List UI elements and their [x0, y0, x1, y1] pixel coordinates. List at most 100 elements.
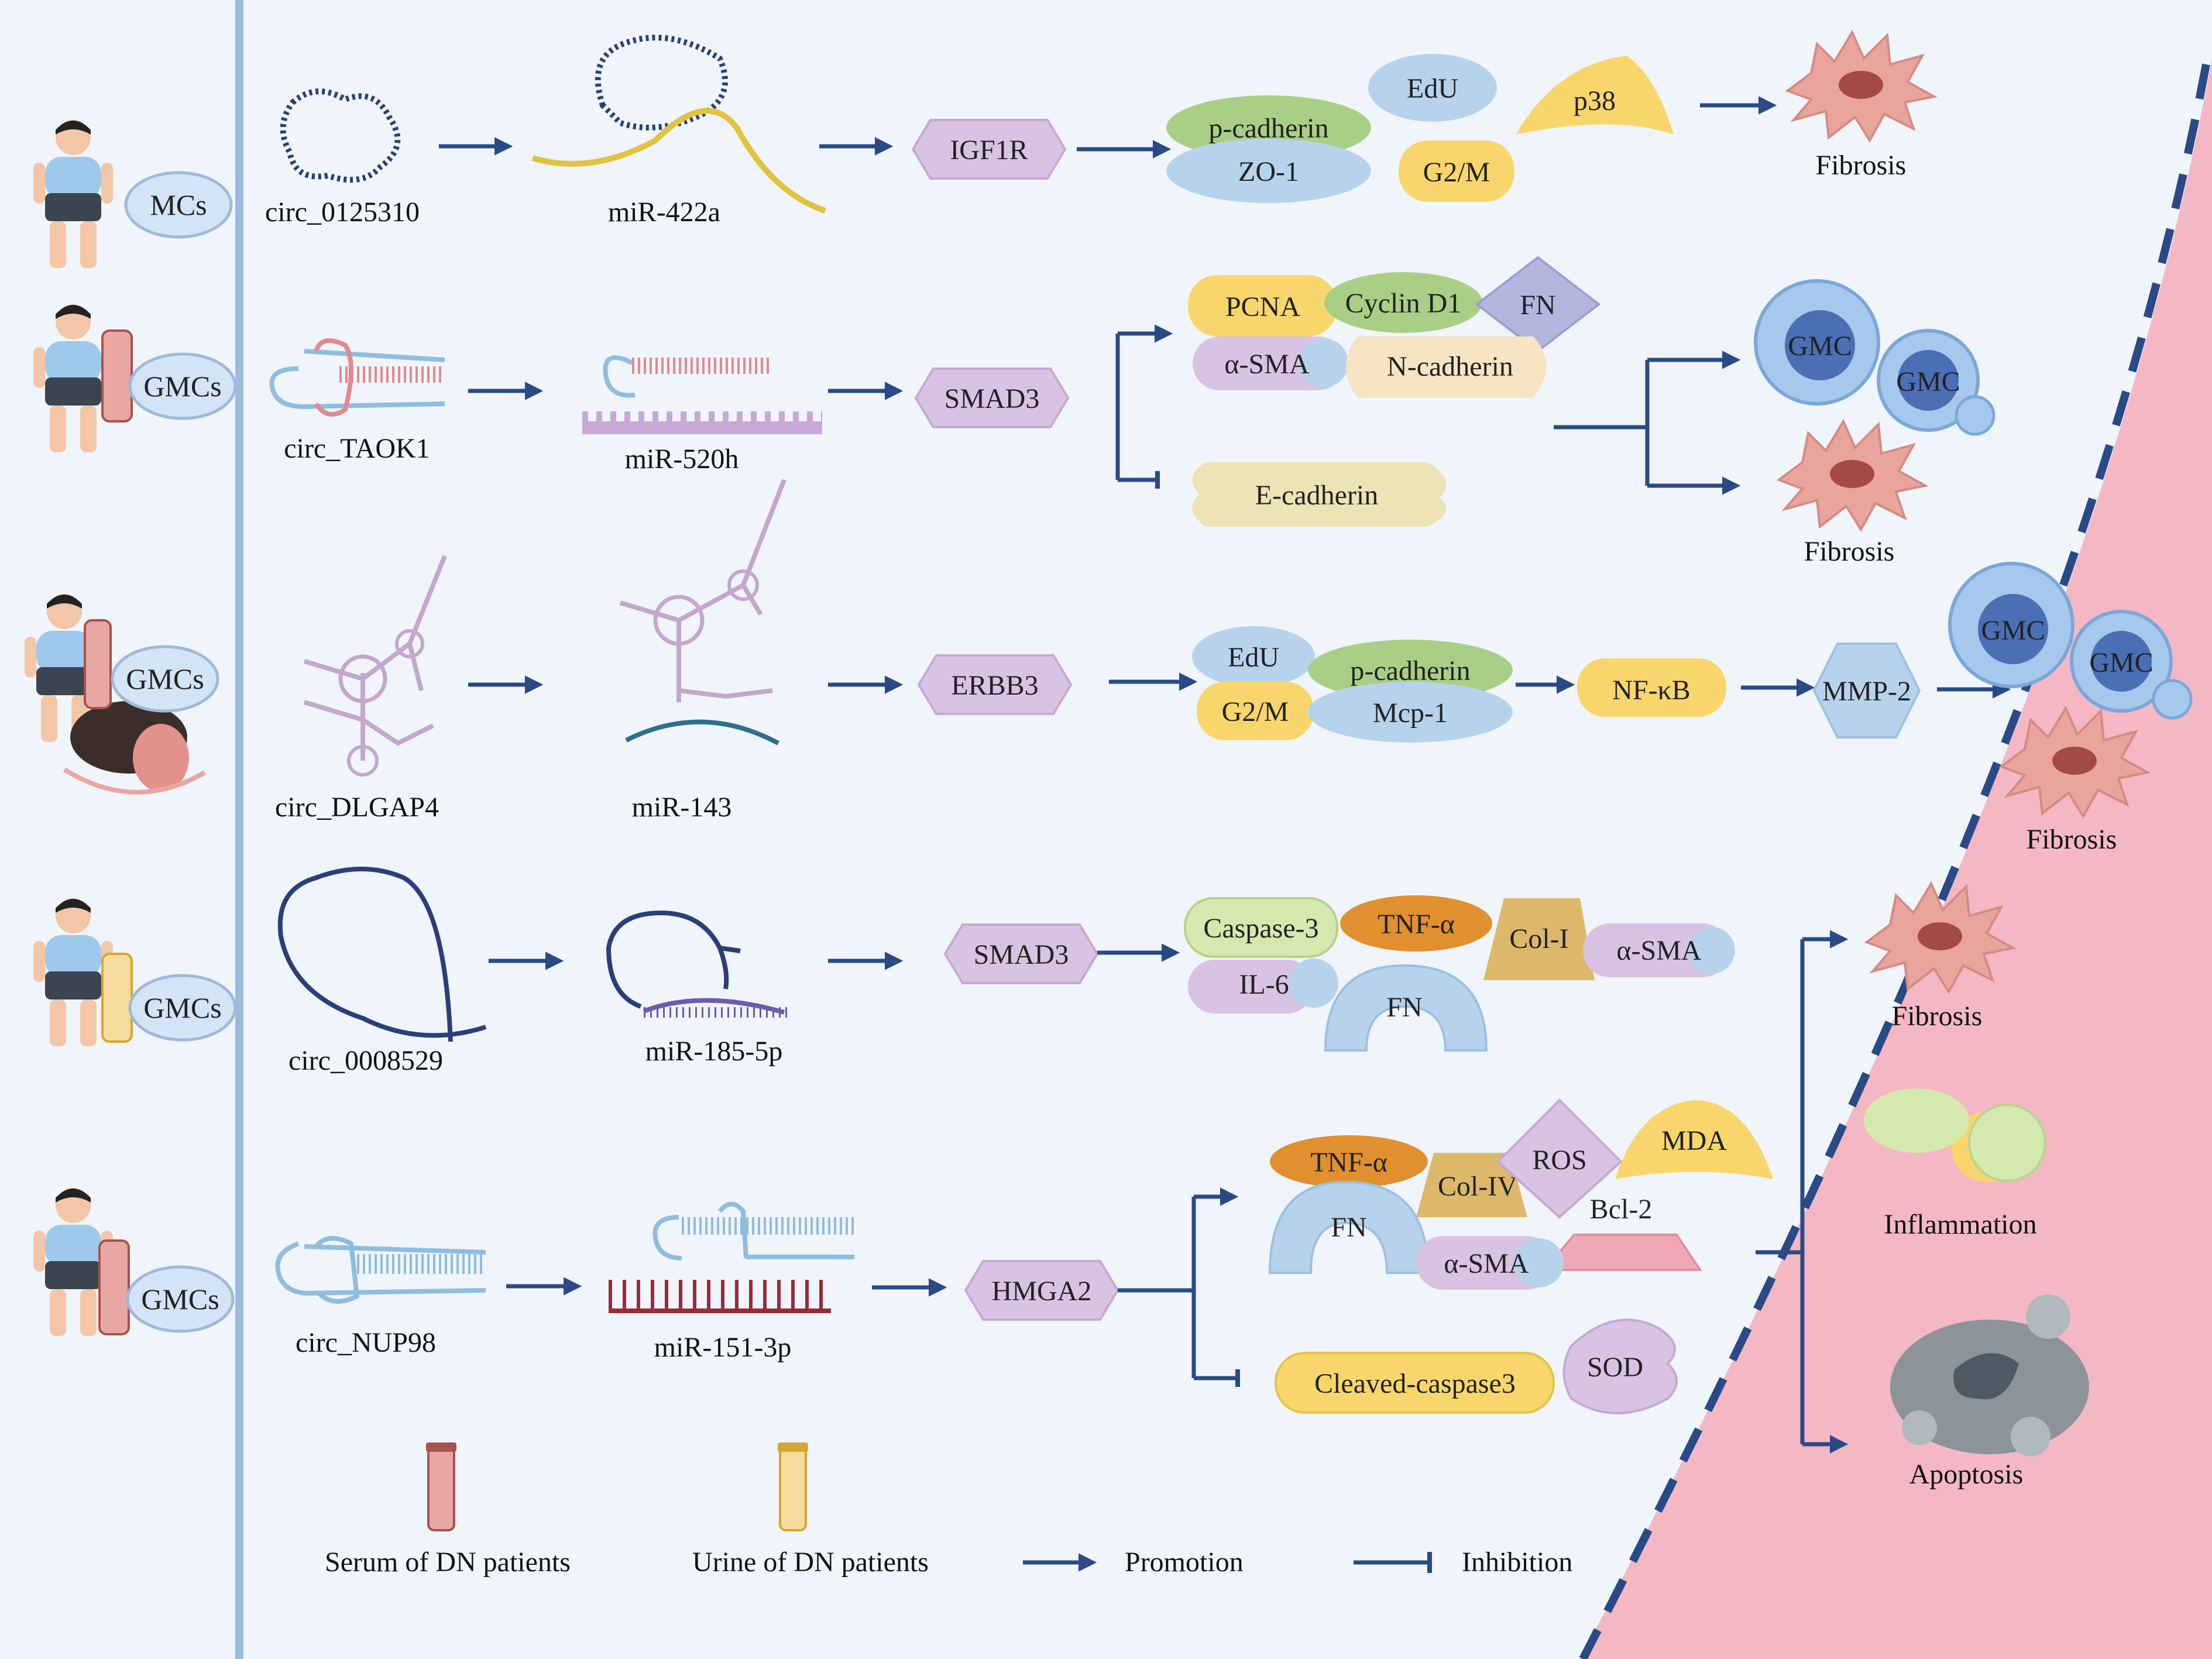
branch-connector	[1554, 360, 1650, 486]
effector-node	[1192, 626, 1315, 687]
effector-node	[1308, 640, 1513, 700]
shared-outcomes: Fibrosis Inflammation Apoptosis	[1756, 882, 2089, 1490]
effector-node	[1368, 54, 1497, 122]
effector-label: α-SMA	[1444, 1248, 1529, 1279]
effector-node	[1188, 960, 1314, 1014]
serum-tube-icon	[98, 1239, 130, 1335]
effector-node	[1324, 272, 1482, 333]
chain-label: MMP-2	[1822, 676, 1911, 707]
outcome-label: Inflammation	[1884, 1209, 2036, 1240]
patient-row-5: GMCs	[33, 1188, 235, 1336]
effector-label: IL-6	[1239, 969, 1289, 1000]
mirna-label: miR-151-3p	[654, 1332, 792, 1363]
circrna-icon	[275, 1241, 486, 1296]
circrna-icon	[280, 88, 401, 183]
mirna-label: miR-520h	[625, 444, 739, 475]
effector-label: α-SMA	[1616, 935, 1702, 966]
circ-label: circ_DLGAP4	[275, 792, 439, 823]
effector-label: PCNA	[1225, 291, 1300, 322]
effector-node	[1542, 1234, 1702, 1271]
effector-node	[1308, 682, 1513, 743]
cell-dish	[111, 645, 219, 713]
serum-tube-icon	[427, 1444, 455, 1531]
mirna-label: miR-422a	[608, 197, 720, 228]
chain-node	[1577, 658, 1726, 717]
patient-row-4: GMCs	[33, 898, 237, 1046]
legend-serum-label: Serum of DN patients	[325, 1547, 571, 1578]
cell-dish	[126, 1265, 235, 1333]
target-label: IGF1R	[950, 135, 1028, 166]
cell-badge: MCs	[150, 188, 207, 221]
row-3: circ_DLGAP4 miR-143 ERBB3 EdU G2/M p-cad…	[275, 479, 2193, 855]
effector-label: Bcl-2	[1590, 1194, 1653, 1225]
cell-dish	[124, 171, 233, 239]
urine-tube-icon	[779, 1444, 807, 1531]
circ-label: circ_0008529	[288, 1045, 443, 1076]
effector-node	[1483, 898, 1595, 980]
mirna-icon	[603, 355, 636, 398]
cell-dish	[128, 974, 237, 1042]
mirna-icon	[619, 479, 786, 702]
row-4: circ_0008529 miR-185-5p SMAD3 Caspase-3 …	[277, 867, 1735, 1076]
target-label: SMAD3	[974, 939, 1069, 970]
serum-tube-icon	[101, 329, 133, 423]
legend-urine-label: Urine of DN patients	[692, 1547, 929, 1578]
effector-label: MDA	[1661, 1125, 1727, 1156]
target-node-hex	[911, 119, 1067, 180]
outcome-label: GMC	[1896, 366, 1960, 397]
effector-node	[1184, 897, 1338, 958]
outcome-label: GMC	[1981, 615, 2045, 646]
effector-label: ZO-1	[1238, 156, 1299, 187]
cell-badge: GMCs	[126, 662, 204, 695]
effector-label: α-SMA	[1224, 349, 1310, 380]
circ-label: circ_0125310	[265, 197, 420, 228]
legend: Serum of DN patients Urine of DN patient…	[325, 1442, 1572, 1578]
effector-label: p38	[1574, 85, 1616, 116]
inhibited-node	[1192, 462, 1447, 527]
circ-label: circ_TAOK1	[284, 433, 430, 464]
outcome-label: Fibrosis	[2026, 824, 2117, 855]
outcome-label: GMC	[2089, 647, 2153, 678]
mirna-label: miR-185-5p	[645, 1036, 783, 1067]
effector-label: G2/M	[1423, 157, 1490, 188]
row-5: circ_NUP98 miR-151-3p HMGA2 TNF-α Col-IV…	[275, 1098, 1773, 1414]
row-1: circ_0125310 miR-422a IGF1R p-cadherin Z…	[265, 31, 1935, 228]
inhibited-label: Cleaved-caspase3	[1314, 1368, 1516, 1399]
effector-label: N-cadherin	[1387, 351, 1513, 382]
target-node-hex	[917, 654, 1073, 715]
outcome-label: Fibrosis	[1804, 536, 1895, 567]
inhibited-node	[1562, 1318, 1678, 1414]
outcome-label: GMC	[1788, 331, 1852, 362]
patient-row-1: MCs	[33, 120, 233, 268]
effector-node	[1166, 139, 1371, 203]
target-label: SMAD3	[944, 383, 1040, 414]
divider-line	[235, 0, 243, 1659]
fibrosis-dashed-boundary	[1579, 63, 2210, 1659]
effector-node	[1324, 964, 1488, 1052]
mirna-label: miR-143	[632, 792, 732, 823]
effector-label: TNF-α	[1310, 1147, 1387, 1178]
effector-label: FN	[1386, 992, 1422, 1023]
row-2: circ_TAOK1 miR-520h SMAD3 PCNA Cyclin D1…	[269, 256, 1995, 567]
effector-node	[1416, 1153, 1527, 1217]
outcome-label: Fibrosis	[1816, 150, 1907, 181]
patient-row-3: GMCs	[25, 594, 219, 795]
circrna-icon	[277, 867, 487, 1042]
circ-label: circ_NUP98	[296, 1327, 436, 1358]
effector-label: FN	[1520, 290, 1555, 321]
effector-label: Col-IV	[1438, 1171, 1517, 1202]
fibrosis-region	[1580, 59, 2212, 1659]
effector-label: EdU	[1407, 73, 1458, 104]
effector-node	[1516, 56, 1674, 135]
effector-node	[1615, 1100, 1773, 1179]
target-node-hex	[914, 367, 1070, 428]
effector-node	[1188, 275, 1337, 336]
circrna-icon	[303, 555, 447, 761]
urine-tube-icon	[101, 953, 133, 1043]
effector-node	[1399, 140, 1514, 202]
cell-badge: GMCs	[143, 991, 221, 1024]
effector-label: Mcp-1	[1373, 698, 1448, 729]
outcome-label: Fibrosis	[1892, 1001, 1983, 1032]
effector-node	[1346, 336, 1547, 398]
